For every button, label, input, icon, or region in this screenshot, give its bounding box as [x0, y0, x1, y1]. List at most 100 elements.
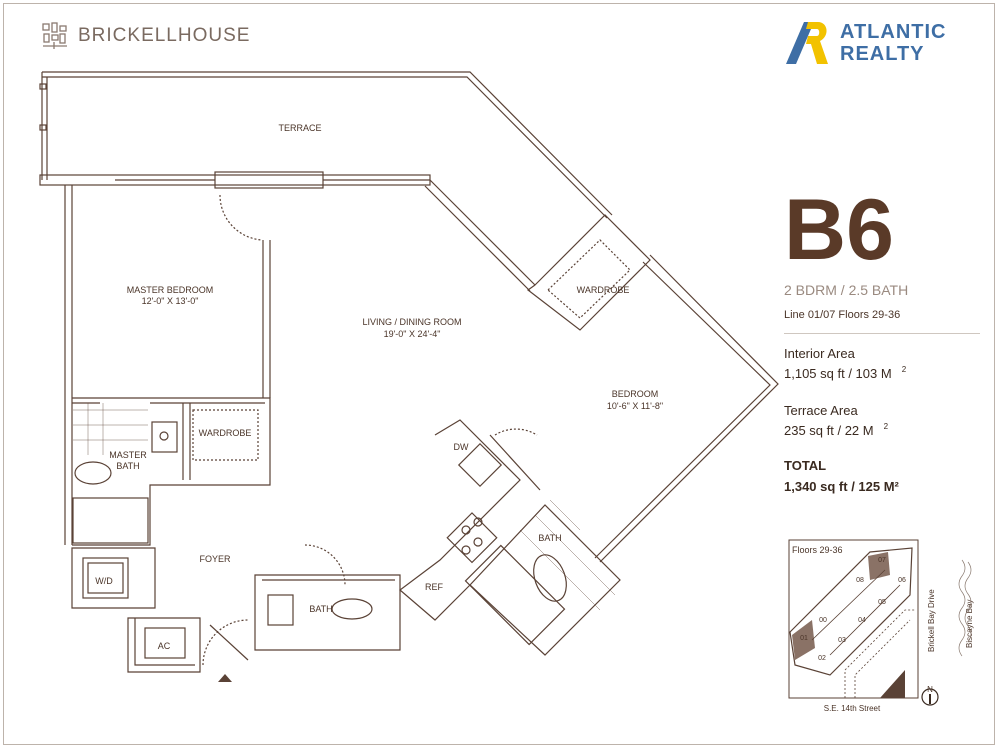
master-bedroom-east-wall [262, 240, 271, 398]
key-street-bottom: S.E. 14th Street [824, 704, 881, 713]
railing-post-2 [39, 124, 47, 131]
facade-east [594, 254, 779, 563]
label-master-bath-1: MASTER [109, 450, 147, 460]
exterior-wall-west [64, 185, 73, 545]
master-door-swing [219, 194, 263, 241]
key-unit-00: 00 [819, 617, 827, 624]
burner-1 [461, 525, 471, 535]
master-bath-sink [151, 421, 178, 453]
key-plan-border [788, 539, 919, 699]
key-road-corner [880, 670, 905, 698]
burner-3 [473, 517, 483, 527]
key-plan: Floors 29-36 01 00 02 03 04 05 06 07 08 … [788, 539, 974, 713]
label-wardrobe-1: WARDROBE [199, 428, 252, 438]
half-bath-walls [254, 574, 401, 651]
ac-unit [144, 627, 186, 659]
label-living: LIVING / DINING ROOM [362, 317, 461, 327]
terrace-railing [42, 71, 613, 219]
cooktop [446, 512, 498, 564]
label-master-bedroom-dim: 12'-0" X 13'-0" [142, 296, 199, 306]
bedroom-wardrobe-inner [547, 239, 631, 319]
total-label: TOTAL [784, 458, 827, 473]
north-label: N [927, 685, 933, 694]
master-toilet [74, 461, 112, 485]
railing-post-1 [39, 83, 47, 90]
shower-tile-grid [73, 403, 148, 455]
bedroom-wall-west [489, 434, 541, 491]
line-floors: Line 01/07 Floors 29-36 [784, 309, 901, 321]
key-unit-05: 05 [878, 599, 886, 606]
terrace-area-sup: 2 [883, 422, 889, 431]
bay-waves [958, 559, 972, 657]
key-unit-04: 04 [858, 617, 866, 624]
half-bath-sink [267, 594, 294, 626]
brickellhouse-name: BRICKELLHOUSE [78, 25, 251, 46]
terrace-area-value: 235 sq ft / 22 M 2 [784, 422, 889, 438]
atlantic-realty-logo-icon [786, 22, 828, 64]
master-bath-walls [72, 397, 271, 546]
entry-arrow-icon [218, 674, 232, 682]
bath-2-toilet [533, 554, 567, 602]
key-unit-01: 01 [800, 635, 808, 642]
label-living-dim: 19'-0" X 24'-4" [384, 329, 441, 339]
beds-baths: 2 BDRM / 2.5 BATH [784, 282, 909, 298]
master-shower [72, 497, 149, 544]
laundry-walls [71, 547, 156, 609]
wardrobe-closet [192, 409, 259, 461]
bath-2-walls [469, 504, 621, 656]
label-wardrobe-2: WARDROBE [577, 285, 630, 295]
label-bedroom: BEDROOM [612, 389, 659, 399]
key-bay: Biscayne Bay [965, 600, 974, 648]
unit-01-highlight [792, 620, 815, 660]
realty-line1: ATLANTIC [840, 21, 947, 43]
key-street-right: Brickell Bay Drive [927, 589, 936, 652]
burner-4 [461, 545, 471, 555]
sliding-door-1 [214, 171, 324, 189]
ac-closet-walls [127, 617, 201, 673]
unit-07-highlight [868, 552, 890, 580]
dishwasher [457, 442, 503, 488]
burner-2 [473, 537, 483, 547]
key-unit-07: 07 [878, 557, 886, 564]
bath-2-tile-grid [519, 499, 616, 611]
key-building [789, 547, 913, 676]
label-bath-2: BATH [309, 604, 332, 614]
key-plan-title: Floors 29-36 [792, 545, 843, 555]
key-unit-08: 08 [856, 577, 864, 584]
window-wall-diagonal [424, 179, 536, 292]
entry-door-swing [202, 619, 249, 666]
key-road [844, 609, 915, 698]
label-terrace: TERRACE [278, 123, 321, 133]
label-ac: AC [158, 641, 171, 651]
bath-2-tub [464, 544, 566, 646]
half-bath-door-swing [304, 544, 346, 586]
label-master-bath-2: BATH [116, 461, 139, 471]
half-bath-toilet [331, 598, 373, 620]
key-inner-corridor [811, 569, 901, 656]
brickellhouse-logo: BRICKELLHOUSE [42, 22, 250, 50]
interior-area-label: Interior Area [784, 346, 855, 361]
entry-door [209, 624, 249, 661]
master-bath-sink-drain [159, 431, 169, 441]
realty-line2: REALTY [840, 43, 925, 65]
brickellhouse-logo-icon [42, 22, 67, 49]
key-unit-02: 02 [818, 655, 826, 662]
interior-area-sup: 2 [901, 365, 907, 374]
north-arrow-icon [921, 688, 939, 706]
key-unit-03: 03 [838, 637, 846, 644]
page-frame [3, 3, 995, 745]
terrace-area-label: Terrace Area [784, 403, 858, 418]
unit-code: B6 [784, 182, 894, 278]
label-ref: REF [425, 582, 444, 592]
label-wd: W/D [95, 576, 113, 586]
label-bedroom-dim: 10'-6" X 11'-8" [607, 401, 663, 411]
label-master-bedroom: MASTER BEDROOM [127, 285, 214, 295]
interior-area-text: 1,105 sq ft / 103 M [784, 366, 892, 381]
total-value: 1,340 sq ft / 125 M² [784, 479, 899, 494]
kitchen-walls [399, 419, 521, 621]
interior-area-value: 1,105 sq ft / 103 M 2 [784, 365, 907, 381]
washer-dryer [82, 557, 129, 599]
label-dw: DW [454, 442, 469, 452]
key-unit-06: 06 [898, 577, 906, 584]
terrace-area-text: 235 sq ft / 22 M [784, 423, 874, 438]
